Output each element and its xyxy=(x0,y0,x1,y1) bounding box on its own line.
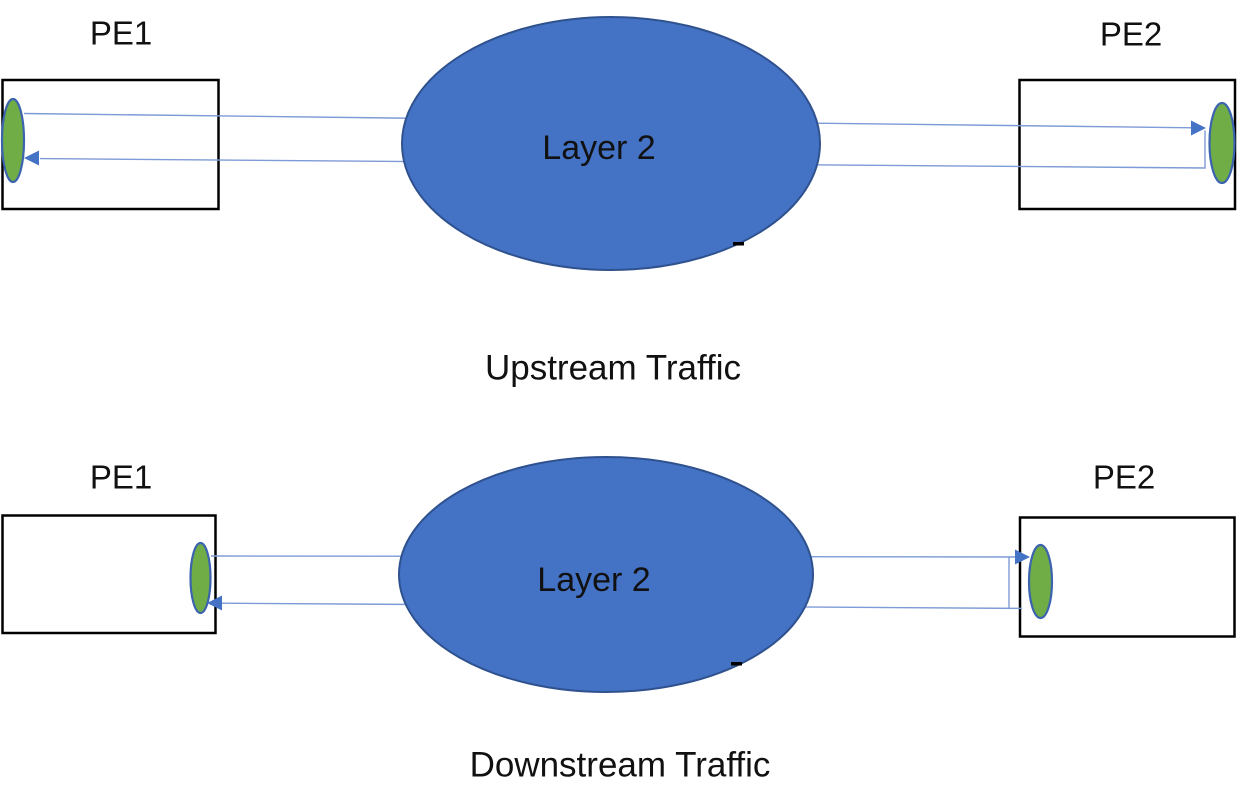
downstream-layer2-cloud xyxy=(398,456,814,693)
upstream-forward-arrowhead xyxy=(1191,120,1206,136)
downstream-pe1-box xyxy=(1,514,217,635)
downstream-diagram xyxy=(1,456,1236,693)
downstream-forward-arrowhead xyxy=(1015,549,1030,565)
downstream-layer2-label: Layer 2 xyxy=(537,561,651,599)
downstream-stray-mark xyxy=(731,662,742,666)
upstream-pe1-box xyxy=(1,78,220,211)
upstream-caption: Upstream Traffic xyxy=(484,348,742,388)
upstream-pe2-box xyxy=(1018,78,1237,211)
upstream-pe1-port xyxy=(0,97,26,184)
downstream-pe2-box xyxy=(1018,516,1236,638)
downstream-caption: Downstream Traffic xyxy=(469,745,771,785)
upstream-return-arrowhead xyxy=(24,150,39,166)
upstream-pe2-label: PE2 xyxy=(1099,15,1163,53)
upstream-layer2-label: Layer 2 xyxy=(542,129,656,167)
upstream-stray-mark xyxy=(733,242,744,246)
downstream-pe1-label: PE1 xyxy=(89,458,153,496)
downstream-return-arrowhead xyxy=(207,595,222,611)
upstream-pe1-label: PE1 xyxy=(89,14,153,52)
downstream-pe1-port xyxy=(189,541,212,615)
downstream-pe2-label: PE2 xyxy=(1092,458,1156,496)
downstream-pe2-port xyxy=(1027,543,1054,620)
upstream-diagram xyxy=(0,16,1237,271)
upstream-pe2-port xyxy=(1208,101,1236,185)
upstream-layer2-cloud xyxy=(401,16,821,271)
